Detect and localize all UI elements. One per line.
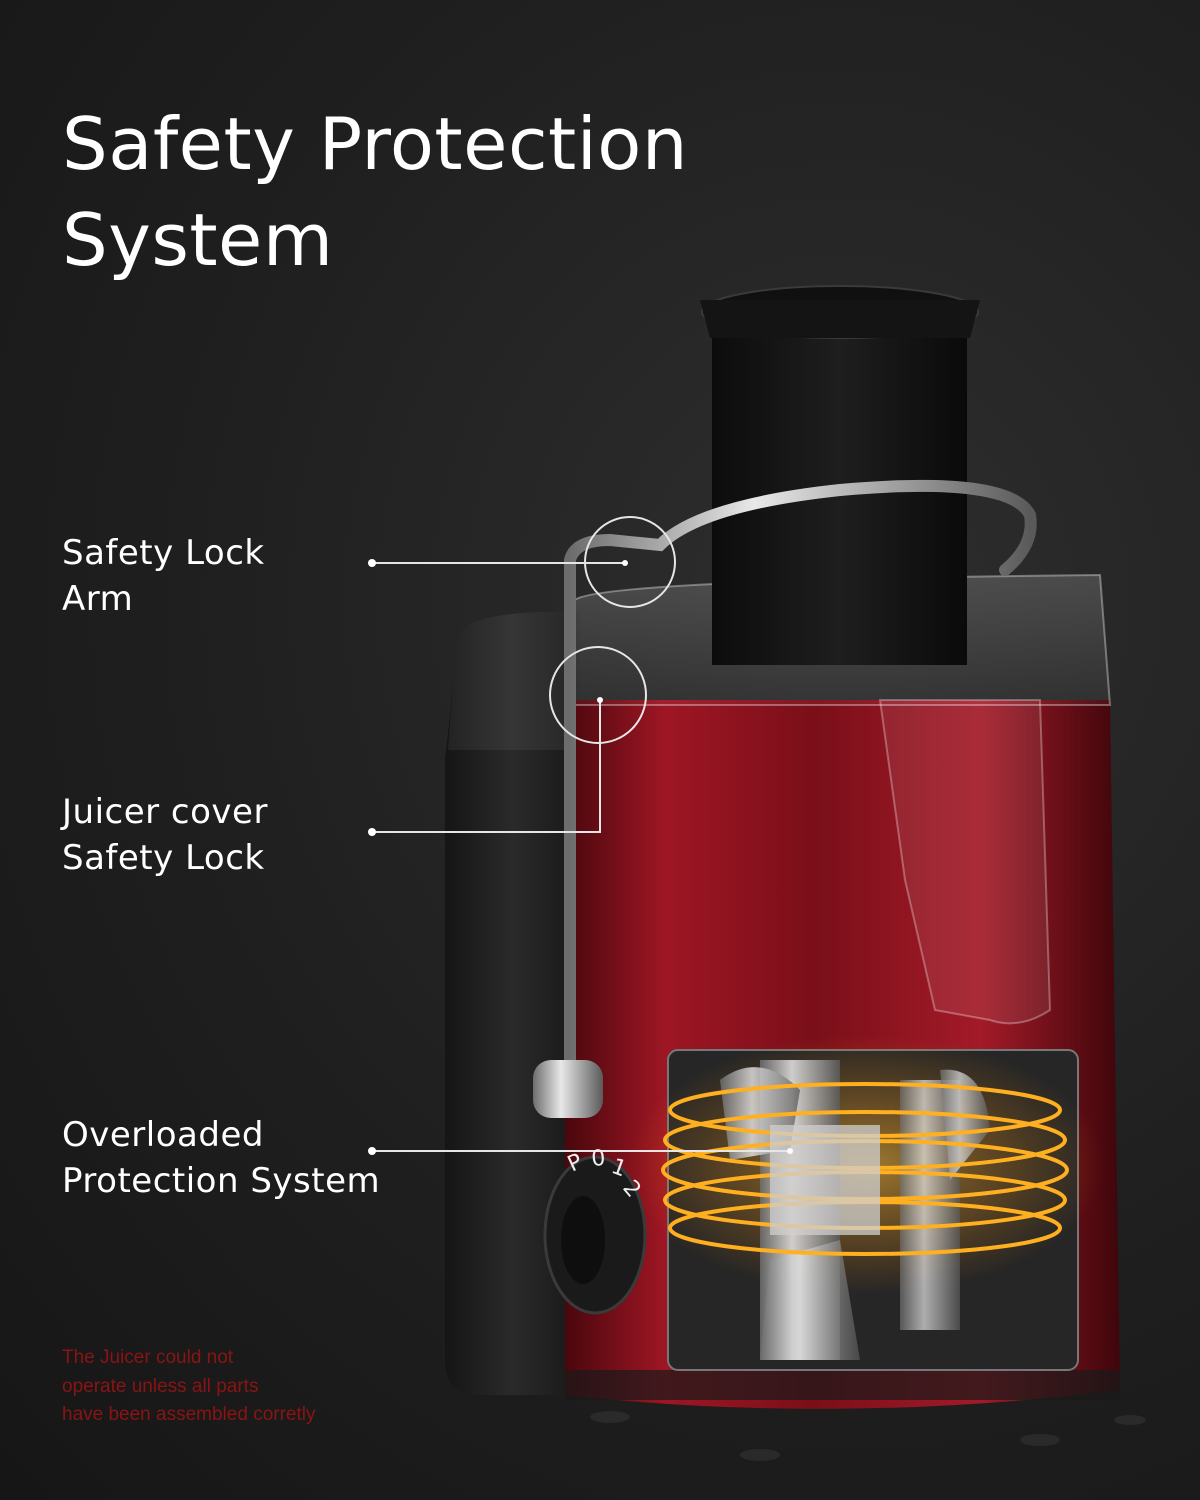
callout-dots: [368, 559, 793, 1155]
callout-lines: [372, 562, 790, 1152]
assembly-note: The Juicer could not operate unless all …: [62, 1344, 422, 1430]
speed-dial: [543, 1155, 647, 1315]
callout-juicer-cover-line-1: Juicer cover: [62, 792, 268, 832]
pulp-container: [445, 612, 580, 1395]
assembly-note-line-1: The Juicer could not: [62, 1347, 234, 1368]
safety-lock-arm: [564, 479, 1037, 1066]
feed-chute: [700, 285, 980, 665]
callout-juicer-cover-line-2: Safety Lock: [62, 838, 265, 878]
callout-overloaded-line-1: Overloaded: [62, 1115, 264, 1155]
assembly-note-line-2: operate unless all parts: [62, 1375, 259, 1397]
assembly-note-line-3: have been assembled corretly: [62, 1404, 316, 1425]
page-title-line-2: System: [62, 198, 334, 282]
callout-overloaded-line-2: Protection System: [62, 1161, 381, 1201]
juicer-feet: [590, 1411, 1146, 1461]
callout-safety-lock-arm: Safety Lock Arm: [62, 530, 265, 622]
callout-safety-lock-arm-line-1: Safety Lock: [62, 533, 265, 573]
dial-label-0: 0: [590, 1146, 606, 1172]
motor-cutaway: [625, 1035, 1105, 1371]
callout-overloaded-protection: Overloaded Protection System: [62, 1112, 380, 1204]
page-title: Safety Protection System: [62, 96, 782, 288]
lock-knob: [533, 1060, 603, 1118]
highlight-circle-cover-lock: [549, 646, 647, 744]
callout-safety-lock-arm-line-2: Arm: [62, 579, 134, 619]
callout-juicer-cover-safety-lock: Juicer cover Safety Lock: [62, 789, 268, 881]
page-title-line-1: Safety Protection: [62, 102, 688, 186]
